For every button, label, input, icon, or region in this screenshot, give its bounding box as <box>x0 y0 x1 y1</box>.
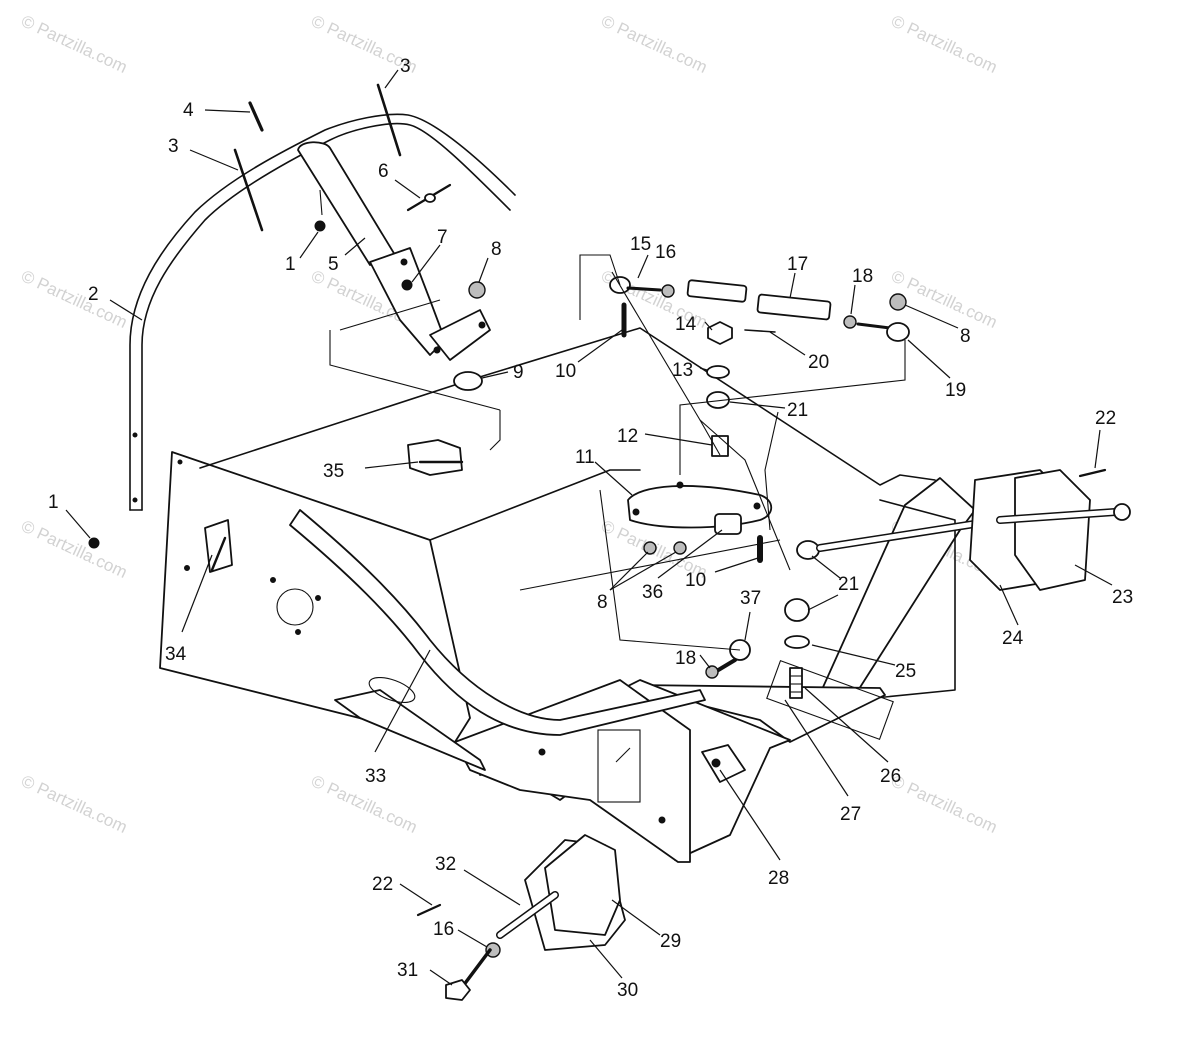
callout-label: 15 <box>630 234 651 255</box>
callout-label: 25 <box>895 661 916 682</box>
callout-label: 31 <box>397 960 418 981</box>
callout-label: 22 <box>372 874 393 895</box>
callout-labels: 1 1 2 3 3 4 5 6 7 8 8 8 9 10 10 11 12 13… <box>48 56 1133 1001</box>
callout-label: 5 <box>328 254 339 275</box>
spindle-icon <box>416 468 1131 1001</box>
callout-label: 34 <box>165 644 187 665</box>
watermark: © Partzilla.com <box>18 516 130 582</box>
watermark: © Partzilla.com <box>18 266 130 332</box>
callout-label: 18 <box>675 648 696 669</box>
callout-label: 2 <box>88 284 99 305</box>
callout-label: 36 <box>642 582 663 603</box>
watermark: © Partzilla.com <box>888 11 1000 77</box>
callout-label: 22 <box>1095 408 1116 429</box>
chassis-frame-icon <box>159 327 976 863</box>
callout-label: 24 <box>1002 628 1024 649</box>
callout-label: 27 <box>840 804 861 825</box>
callout-label: 6 <box>378 161 389 182</box>
callout-label: 8 <box>960 326 971 347</box>
callout-label: 37 <box>740 588 761 609</box>
callout-label: 8 <box>597 592 608 613</box>
callout-label: 18 <box>852 266 873 287</box>
callout-label: 11 <box>575 447 595 468</box>
callout-label: 7 <box>437 227 448 248</box>
callout-label: 3 <box>400 56 411 77</box>
callout-label: 21 <box>787 400 808 421</box>
callout-label: 33 <box>365 766 386 787</box>
callout-label: 30 <box>617 980 638 1001</box>
watermark: © Partzilla.com <box>598 11 710 77</box>
watermark: © Partzilla.com <box>18 771 130 837</box>
callout-label: 4 <box>183 100 194 121</box>
watermark: © Partzilla.com <box>18 11 130 77</box>
callout-label: 10 <box>555 361 576 382</box>
leader-lines <box>65 69 1113 986</box>
tie-rod-icon <box>609 276 1004 699</box>
callout-label: 14 <box>675 314 697 335</box>
callout-label: 12 <box>617 426 638 447</box>
callout-label: 21 <box>838 574 859 595</box>
frame-crossmember <box>289 509 781 736</box>
watermark: © Partzilla.com <box>888 771 1000 837</box>
fasteners-upper <box>88 83 907 573</box>
callout-label: 1 <box>285 254 296 275</box>
callout-label: 23 <box>1112 587 1133 608</box>
callout-label: 8 <box>491 239 502 260</box>
callout-label: 16 <box>655 242 676 263</box>
callout-label: 1 <box>48 492 59 513</box>
callout-label: 35 <box>323 461 344 482</box>
callout-label: 17 <box>787 254 808 275</box>
callout-label: 32 <box>435 854 456 875</box>
callout-label: 20 <box>808 352 829 373</box>
callout-label: 16 <box>433 919 454 940</box>
callout-label: 28 <box>768 868 789 889</box>
steering-post-icon <box>297 141 491 361</box>
callout-label: 13 <box>672 360 693 381</box>
callout-label: 9 <box>513 362 524 383</box>
callout-label: 3 <box>168 136 179 157</box>
callout-label: 10 <box>685 570 706 591</box>
callout-label: 29 <box>660 931 681 952</box>
callout-label: 19 <box>945 380 966 401</box>
callout-label: 26 <box>880 766 901 787</box>
